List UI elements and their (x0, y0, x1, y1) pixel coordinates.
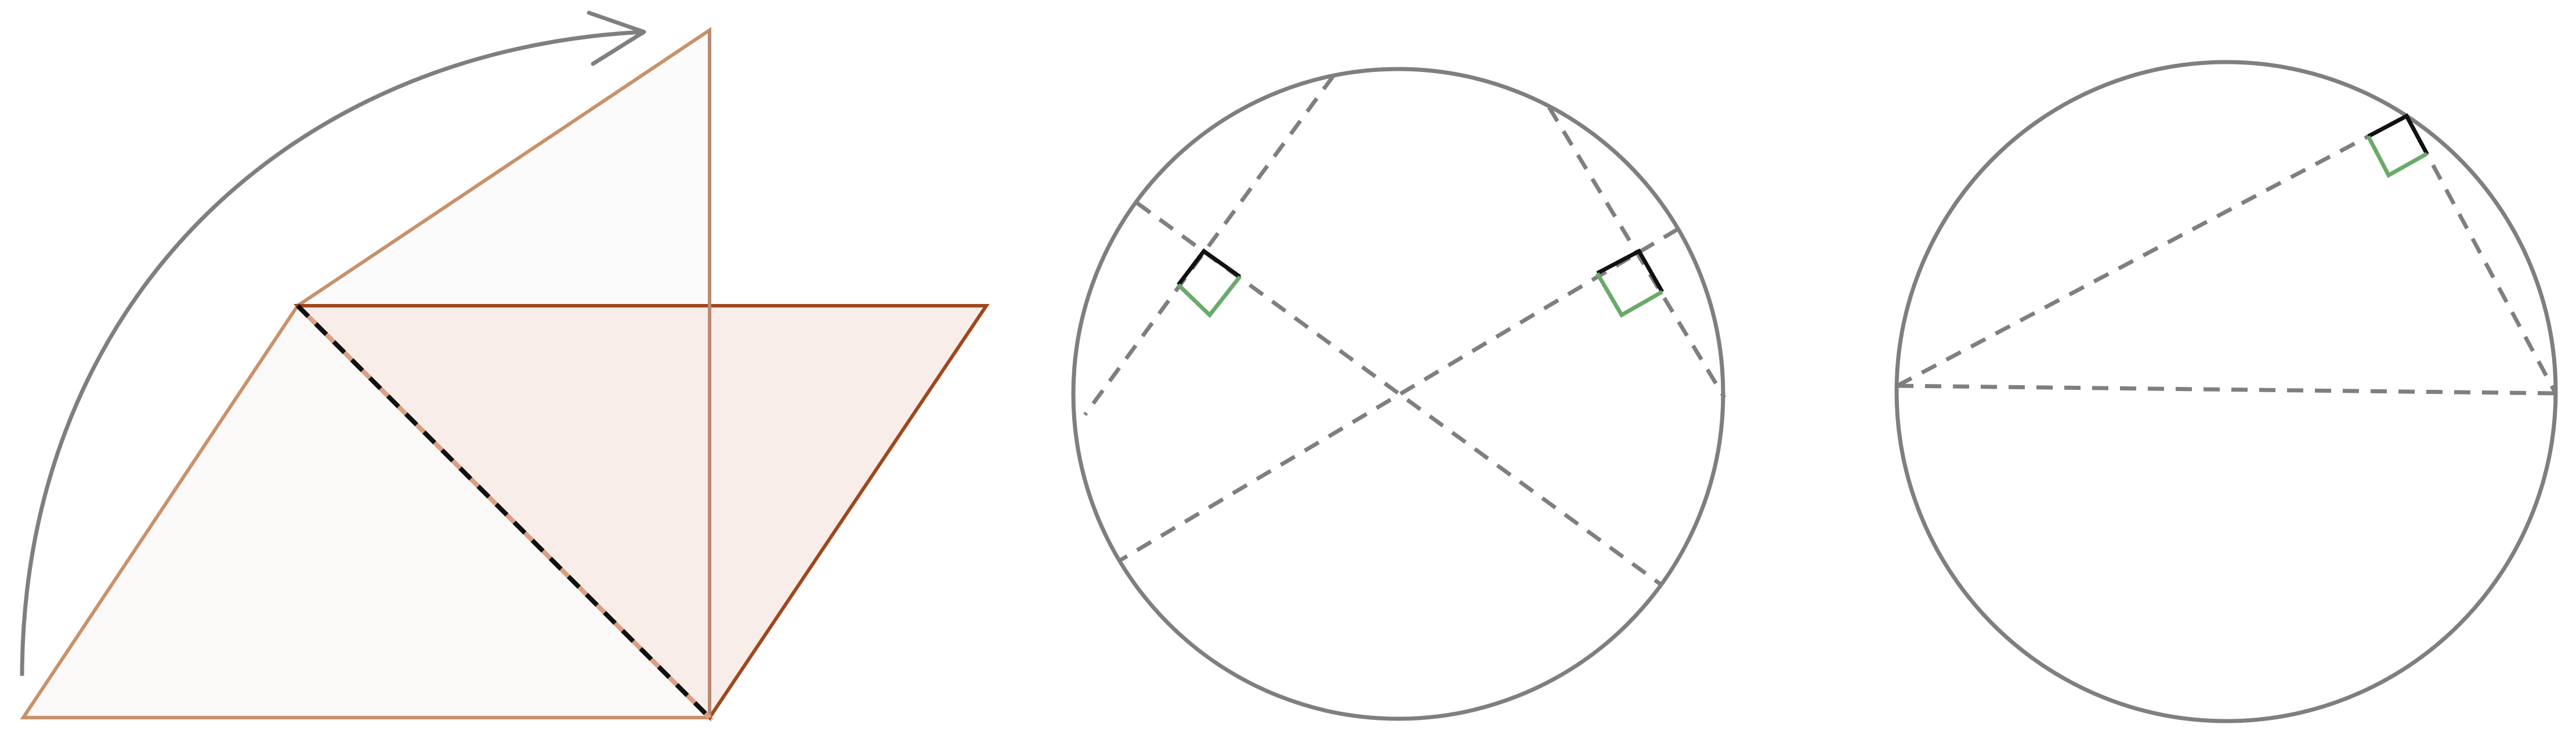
rotation-arrowhead (587, 10, 646, 66)
panel-circle-two-chords (1071, 67, 1726, 721)
chord-a2 (1135, 201, 1662, 586)
right-angle-mark-right-green (1595, 272, 1663, 318)
chord-b2 (1120, 227, 1679, 562)
rotation-arc (20, 30, 645, 676)
right-angle-mark-left-black (1177, 248, 1242, 287)
right-angle-mark-right-black (1596, 248, 1665, 293)
leg-right (2404, 115, 2558, 394)
panel-rotated-triangles (20, 10, 990, 722)
right-angle-mark-black (2367, 113, 2429, 155)
panel-circle-inscribed-right-triangle (1894, 60, 2558, 723)
circle-1 (1071, 67, 1725, 721)
diagonal-dashed (296, 304, 711, 719)
right-angle-mark-green (2366, 135, 2428, 178)
diameter (1897, 383, 2556, 396)
leg-left (1896, 114, 2408, 388)
chord-a1 (1083, 74, 1335, 417)
right-angle-mark-left-green (1177, 275, 1242, 318)
